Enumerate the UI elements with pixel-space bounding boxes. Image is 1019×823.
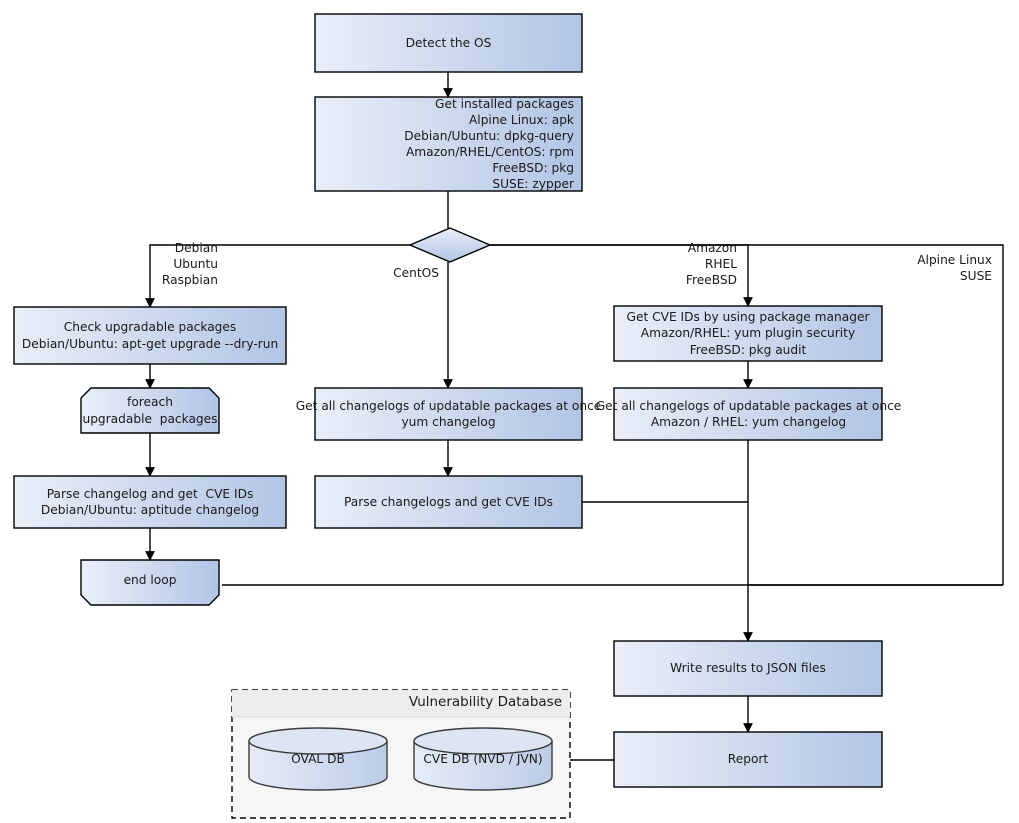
node-check-upgradable-shape <box>13 306 287 365</box>
oval-db-cylinder <box>248 727 388 791</box>
node-detect-os-shape <box>314 13 583 73</box>
vulnerability-database-title: Vulnerability Database <box>408 694 562 710</box>
oval-db-label: OVAL DB <box>291 752 345 766</box>
node-get-changelogs-rhel-shape <box>613 387 883 441</box>
node-foreach-shape <box>80 387 220 434</box>
edge-label-amazon-branch: Amazon RHEL FreeBSD <box>685 241 737 288</box>
edge-label-debian-branch: Debian Ubuntu Raspbian <box>161 241 218 288</box>
node-report-shape <box>613 731 883 788</box>
node-end-loop-shape <box>80 559 220 606</box>
node-get-changelogs-centos-shape <box>314 387 583 441</box>
node-get-installed-packages-shape <box>314 96 583 192</box>
node-parse-changelog-deb-shape <box>13 475 287 529</box>
node-get-cve-pkg-manager-shape <box>613 305 883 362</box>
cve-db-cylinder <box>413 727 553 791</box>
node-write-results-shape <box>613 640 883 697</box>
node-decision-shape <box>408 227 492 263</box>
edge-label-alpine-branch: Alpine Linux SUSE <box>917 253 992 284</box>
cve-db-label: CVE DB (NVD / JVN) <box>423 752 543 766</box>
node-parse-changelogs-centos-shape <box>314 475 583 529</box>
edge-label-centos-branch: CentOS <box>393 266 439 280</box>
